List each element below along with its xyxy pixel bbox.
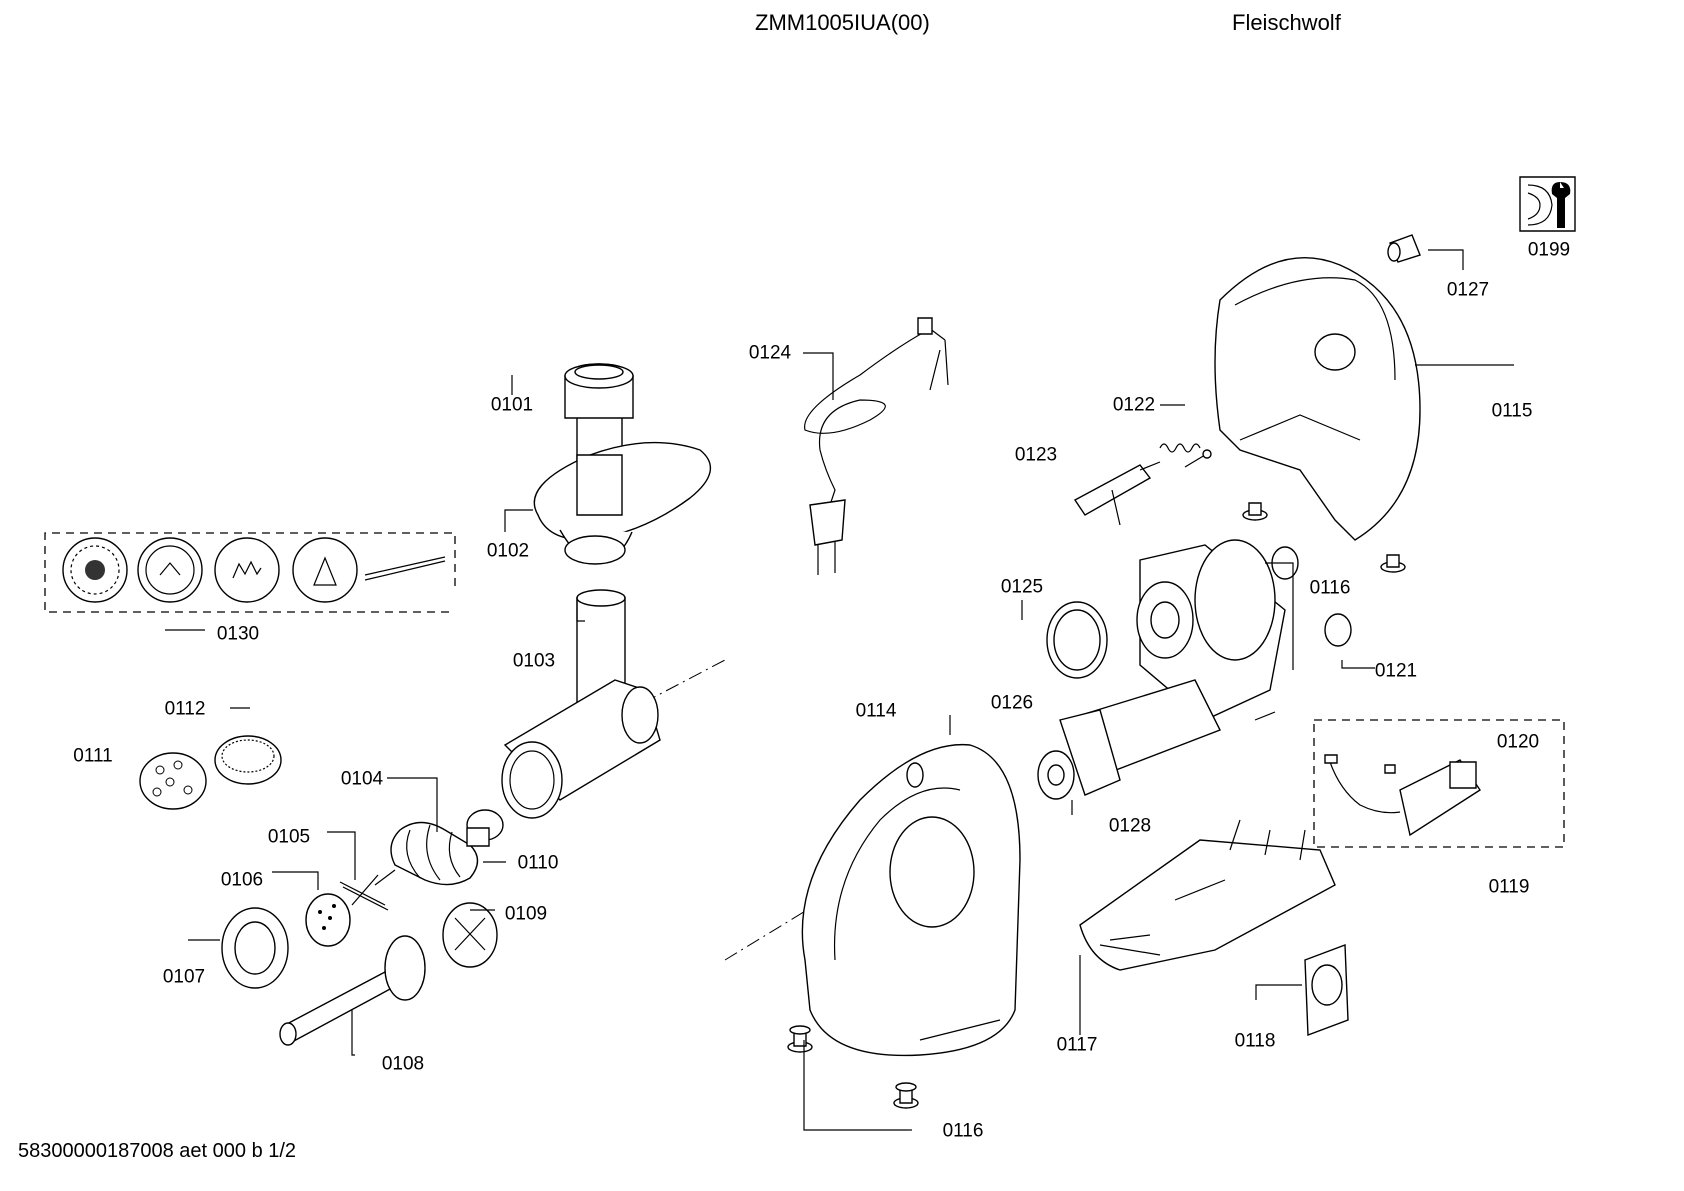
part-label-0128: 0128 [1108,815,1152,837]
feed-screw [375,823,478,886]
motor-bearing-disc [1038,751,1074,799]
front-housing [802,745,1020,1056]
model-number: ZMM1005IUA(00) [755,10,930,35]
screw-small [1185,450,1211,467]
part-label-0101: 0101 [490,394,534,416]
switch-module [1325,755,1480,835]
drive-bushing [467,810,503,846]
document-code: 58300000187008 aet 000 b 1/2 [18,1140,297,1162]
part-label-0103: 0103 [512,650,556,672]
kebbe-attachment [443,903,497,967]
gearbox-assembly [1137,540,1285,720]
rubber-foot-right [1381,555,1405,572]
part-label-0109: 0109 [504,903,548,925]
part-label-0111: 0111 [73,745,113,767]
slicing-disc-2 [138,538,202,602]
cutting-disc [306,894,350,946]
rubber-foot-bottom-2 [894,1083,918,1108]
part-label-0114: 0114 [855,700,897,722]
part-label-0118: 0118 [1234,1030,1276,1052]
rubber-foot-rear [1243,503,1267,520]
release-lever [1075,462,1160,525]
part-label-0105: 0105 [267,826,311,848]
slicing-disc-1 [63,538,127,602]
part-label-0115: 0115 [1491,400,1533,422]
part-label-0120: 0120 [1496,731,1540,753]
cutting-knife [340,875,388,910]
sausage-nozzle [280,936,425,1045]
pusher-stick [365,557,445,580]
part-label-0110: 0110 [517,852,559,874]
part-label-0199: 0199 [1527,239,1571,261]
service-wrench-icon [1520,177,1575,231]
accessory-set-box [45,533,455,612]
part-label-0119: 0119 [1488,876,1530,898]
diagram-title: Fleischwolf [1232,10,1341,35]
perforated-disc-coarse [140,753,206,809]
part-label-0108: 0108 [381,1053,425,1075]
switch-panel [1305,945,1348,1035]
part-label-0121: 0121 [1374,660,1418,682]
part-label-0122: 0122 [1112,394,1156,416]
leader-lines [165,250,1514,1130]
cover-plug [1388,235,1420,262]
part-label-0125: 0125 [1000,576,1044,598]
switch-module-box [1314,720,1564,847]
feeding-tube [565,364,633,516]
threaded-ring [222,908,288,988]
part-label-0116-right: 0116 [1309,577,1351,599]
spring [1160,444,1200,452]
power-cord [805,318,948,575]
part-label-0112: 0112 [164,698,206,720]
part-label-0106: 0106 [220,869,264,891]
grating-disc [215,538,279,602]
perforated-disc-fine [215,736,281,784]
part-label-0124: 0124 [748,342,792,364]
feeding-tray [534,443,710,564]
seal-ring [1047,602,1107,678]
part-label-0123: 0123 [1014,444,1058,466]
part-label-0127: 0127 [1446,279,1490,301]
part-label-0126: 0126 [990,692,1034,714]
cone-disc [293,538,357,602]
part-label-0130: 0130 [216,623,260,645]
part-label-0104: 0104 [340,768,384,790]
part-label-0117: 0117 [1056,1034,1098,1056]
part-label-0107: 0107 [162,966,206,988]
rubber-foot-bottom-1 [788,1026,812,1052]
bearing-ring [1325,614,1351,646]
motor [1060,680,1275,795]
grinder-housing [502,590,660,818]
part-label-0116-bottom: 0116 [942,1120,984,1142]
base-plate [1080,820,1335,970]
part-label-0102: 0102 [486,540,530,562]
rear-housing-cover [1215,258,1420,540]
